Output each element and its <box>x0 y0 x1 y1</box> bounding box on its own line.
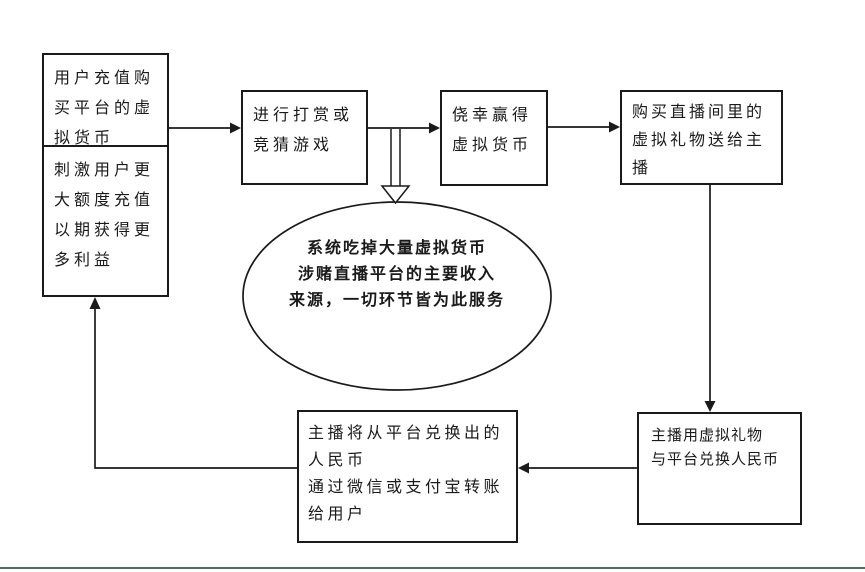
node-text-line: 与平台兑换人民币 <box>651 452 780 468</box>
arrow-gifts-to-exchange <box>704 185 716 412</box>
node-text-line: 侥幸赢得 <box>452 107 533 124</box>
node-text-line: 虚拟礼物送给主 <box>632 132 766 149</box>
node-text-line: 主播将从平台兑换出的 <box>308 425 504 442</box>
node-anchor-transfer-users: 主播将从平台兑换出的 人民币 通过微信或支付宝转账 给用户 <box>297 410 518 543</box>
node-text-line: 刺激用户更 <box>54 162 155 179</box>
node-text-line: 买平台的虚 <box>54 100 155 117</box>
node-text-line: 通过微信或支付宝转账 <box>308 479 504 496</box>
node-text-line: 播 <box>632 160 652 177</box>
node-text-line: 涉赌直播平台的主要收入 <box>297 266 496 283</box>
arrow-lucky-to-gifts <box>548 121 620 133</box>
node-text-line: 系统吃掉大量虚拟货币 <box>306 240 487 257</box>
node-text-line: 购买直播间里的 <box>632 104 766 121</box>
arrow-tipping-to-lucky <box>368 122 440 134</box>
node-tipping-or-games: 进行打赏或 竞猜游戏 <box>241 90 368 185</box>
arrow-transfer-to-recharge <box>89 297 297 469</box>
node-text-line: 人民币 <box>308 452 367 469</box>
node-stimulate-recharge: 刺激用户更 大额度充值 以期获得更 多利益 <box>44 147 167 295</box>
node-text-line: 多利益 <box>54 252 115 269</box>
node-system-consumes: 系统吃掉大量虚拟货币 涉赌直播平台的主要收入 来源，一切环节皆为此服务 <box>245 236 549 314</box>
hollow-arrow-tipping-to-system <box>380 129 411 205</box>
node-anchor-gift-exchange: 主播用虚拟礼物 与平台兑换人民币 <box>637 412 802 525</box>
arrow-recharge-to-tipping <box>169 122 241 134</box>
bottom-divider-rule <box>0 567 865 569</box>
node-user-recharge: 用户充值购 买平台的虚 拟货币 <box>44 55 167 147</box>
node-lucky-win: 侥幸赢得 虚拟货币 <box>440 90 548 186</box>
node-user-recharge-group: 用户充值购 买平台的虚 拟货币 刺激用户更 大额度充值 以期获得更 多利益 <box>42 53 169 297</box>
arrow-exchange-to-transfer <box>518 462 637 474</box>
node-text-line: 进行打赏或 <box>253 107 354 124</box>
node-text-line: 以期获得更 <box>54 222 155 239</box>
node-text-line: 拟货币 <box>54 130 115 147</box>
node-text-line: 虚拟货币 <box>452 137 533 154</box>
node-text-line: 大额度充值 <box>54 192 155 209</box>
node-text-line: 来源，一切环节皆为此服务 <box>288 292 505 309</box>
node-text-line: 竞猜游戏 <box>253 137 334 154</box>
node-text-line: 给用户 <box>308 506 367 523</box>
node-text-line: 用户充值购 <box>54 70 155 87</box>
node-buy-gifts: 购买直播间里的 虚拟礼物送给主 播 <box>620 90 783 185</box>
node-text-line: 主播用虚拟礼物 <box>651 428 764 444</box>
